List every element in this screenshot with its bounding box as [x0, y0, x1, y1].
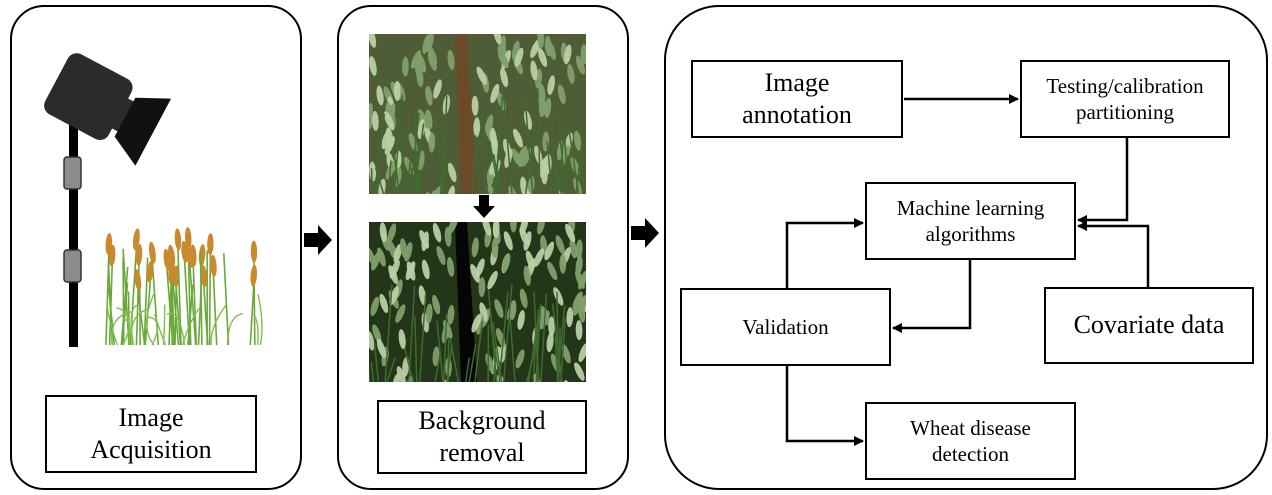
covariate-data-box: Covariate data [1044, 287, 1254, 364]
camera-icon [44, 53, 172, 166]
camera-pole-icon [63, 107, 82, 347]
acquisition-panel: Image Acquisition [10, 5, 302, 490]
background-removal-label: Background removal [377, 400, 587, 474]
field-photo-original [369, 34, 586, 194]
partitioning-box: Testing/calibration partitioning [1020, 60, 1230, 138]
disease-detection-box: Wheat disease detection [865, 402, 1076, 480]
validation-box: Validation [680, 288, 891, 366]
background-removal-panel: Background removal [337, 5, 629, 490]
image-acquisition-label: Image Acquisition [45, 395, 257, 473]
wheat-plants-icon [105, 227, 263, 346]
ml-algorithms-box: Machine learning algorithms [865, 182, 1076, 260]
field-photo-background-removed [369, 222, 586, 382]
arrow-down-icon [473, 195, 495, 218]
image-annotation-box: Image annotation [691, 60, 903, 138]
